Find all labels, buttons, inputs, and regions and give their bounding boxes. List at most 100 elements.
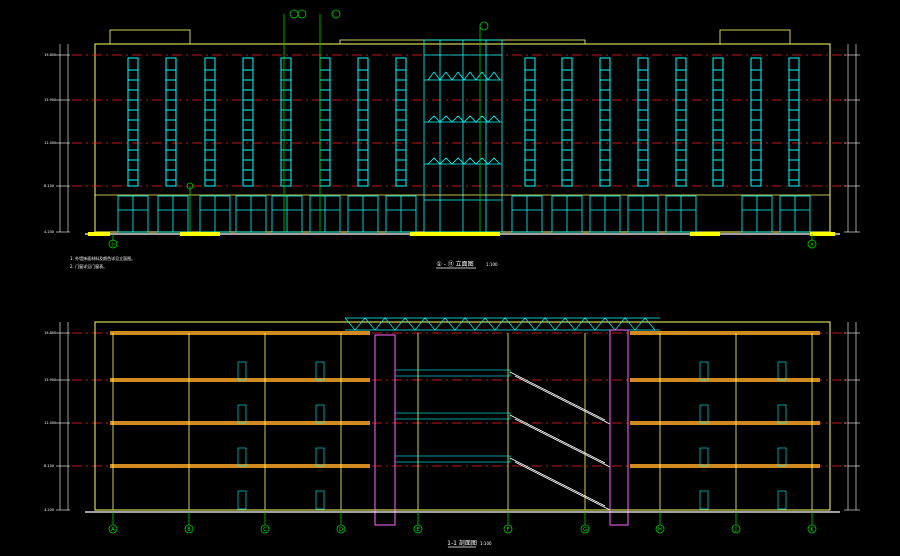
axis-label: A <box>111 527 115 533</box>
door <box>237 447 247 467</box>
window-strip <box>204 57 216 187</box>
window-strip <box>788 57 800 187</box>
axis-bubble <box>108 524 118 534</box>
window-strip <box>561 57 573 187</box>
level-label: 15.900 <box>44 98 56 102</box>
door <box>699 490 709 510</box>
axis-bubble <box>807 524 817 534</box>
door <box>777 361 787 381</box>
floor-slab-right <box>630 331 820 335</box>
door <box>237 490 247 510</box>
level-label: 8.100 <box>44 464 54 468</box>
section-columns <box>112 333 813 510</box>
window-strip <box>599 57 611 187</box>
level-label: 4.200 <box>44 508 54 512</box>
storefront-window <box>665 195 697 233</box>
elevation-window-strips <box>127 57 800 187</box>
level-label: 12.000 <box>44 141 56 145</box>
axis-label: H <box>658 527 662 533</box>
window-strip <box>395 57 407 187</box>
escalators <box>509 371 611 511</box>
door <box>237 404 247 424</box>
axis-bubble <box>184 524 194 534</box>
elevation-note-2: 2. 门窗详见门窗表。 <box>70 263 107 269</box>
axis-bubble <box>336 524 346 534</box>
level-label: 15.900 <box>44 378 56 382</box>
axis-label: G <box>583 527 587 533</box>
level-label: 4.200 <box>44 230 54 234</box>
storefront-window <box>235 195 267 233</box>
elevation-axis-left: ① <box>111 243 116 249</box>
left-level-dimensions <box>56 44 70 233</box>
section-right-dimensions <box>844 322 860 511</box>
elevation-axis-markers <box>108 234 817 249</box>
section-drawing: A B C D E F G H J K 1-1 剖面图 1:100 <box>56 317 860 548</box>
section-title: 1-1 剖面图 <box>447 539 477 547</box>
door <box>237 361 247 381</box>
floor-slab-left <box>110 331 370 335</box>
door <box>699 404 709 424</box>
elevation-ground-fill <box>88 232 835 236</box>
section-scale: 1:100 <box>480 541 492 546</box>
axis-bubble <box>260 524 270 534</box>
door <box>777 404 787 424</box>
axis-label: K <box>810 527 814 533</box>
elevation-leaders <box>186 9 489 232</box>
storefront-window <box>157 195 189 233</box>
axis-bubble <box>413 524 423 534</box>
window-strip <box>637 57 649 187</box>
axis-bubble <box>580 524 590 534</box>
axis-label: B <box>187 527 191 533</box>
storefront-window <box>117 195 149 233</box>
storefront-window <box>271 195 303 233</box>
window-strip <box>357 57 369 187</box>
axis-label: E <box>416 527 419 533</box>
elevation-drawing: ① ⑪ 1. 外墙饰面材料及颜色详见立面图。 2. 门窗详见门窗表。 ① - ⑪… <box>56 9 860 269</box>
axis-bubble <box>731 524 741 534</box>
storefront-window <box>779 195 811 233</box>
door <box>699 361 709 381</box>
level-label: 12.000 <box>44 421 56 425</box>
window-strip <box>524 57 536 187</box>
door <box>315 447 325 467</box>
elevation-axis-right: ⑪ <box>809 242 814 249</box>
elevation-note-1: 1. 外墙饰面材料及颜色详见立面图。 <box>70 255 135 261</box>
axis-bubble <box>503 524 513 534</box>
storefront-window <box>627 195 659 233</box>
storefront-window <box>589 195 621 233</box>
level-label: 19.800 <box>44 53 56 57</box>
axis-label: J <box>734 527 736 533</box>
roof-truss <box>344 317 660 331</box>
storefront-window <box>347 195 379 233</box>
door <box>315 361 325 381</box>
elevation-scale: 1:100 <box>486 262 498 267</box>
window-strip <box>280 57 292 187</box>
door <box>315 490 325 510</box>
door <box>699 447 709 467</box>
window-strip <box>750 57 762 187</box>
storefront-window <box>741 195 773 233</box>
window-strip <box>242 57 254 187</box>
elevation-title: ① - ⑪ 立面图 <box>436 260 473 268</box>
door <box>777 447 787 467</box>
door <box>315 404 325 424</box>
window-strip <box>165 57 177 187</box>
axis-label: F <box>507 527 510 533</box>
window-strip <box>675 57 687 187</box>
level-label: 19.800 <box>44 331 56 335</box>
window-strip <box>712 57 724 187</box>
door <box>777 490 787 510</box>
floor-slab-right <box>630 378 820 382</box>
storefront-window <box>309 195 341 233</box>
axis-label: C <box>263 527 267 533</box>
storefront-window <box>551 195 583 233</box>
section-outline <box>94 321 831 511</box>
section-left-dimensions <box>56 322 70 511</box>
level-label: 8.100 <box>44 184 54 188</box>
axis-label: D <box>339 527 343 533</box>
window-strip <box>127 57 139 187</box>
storefront-window <box>385 195 417 233</box>
